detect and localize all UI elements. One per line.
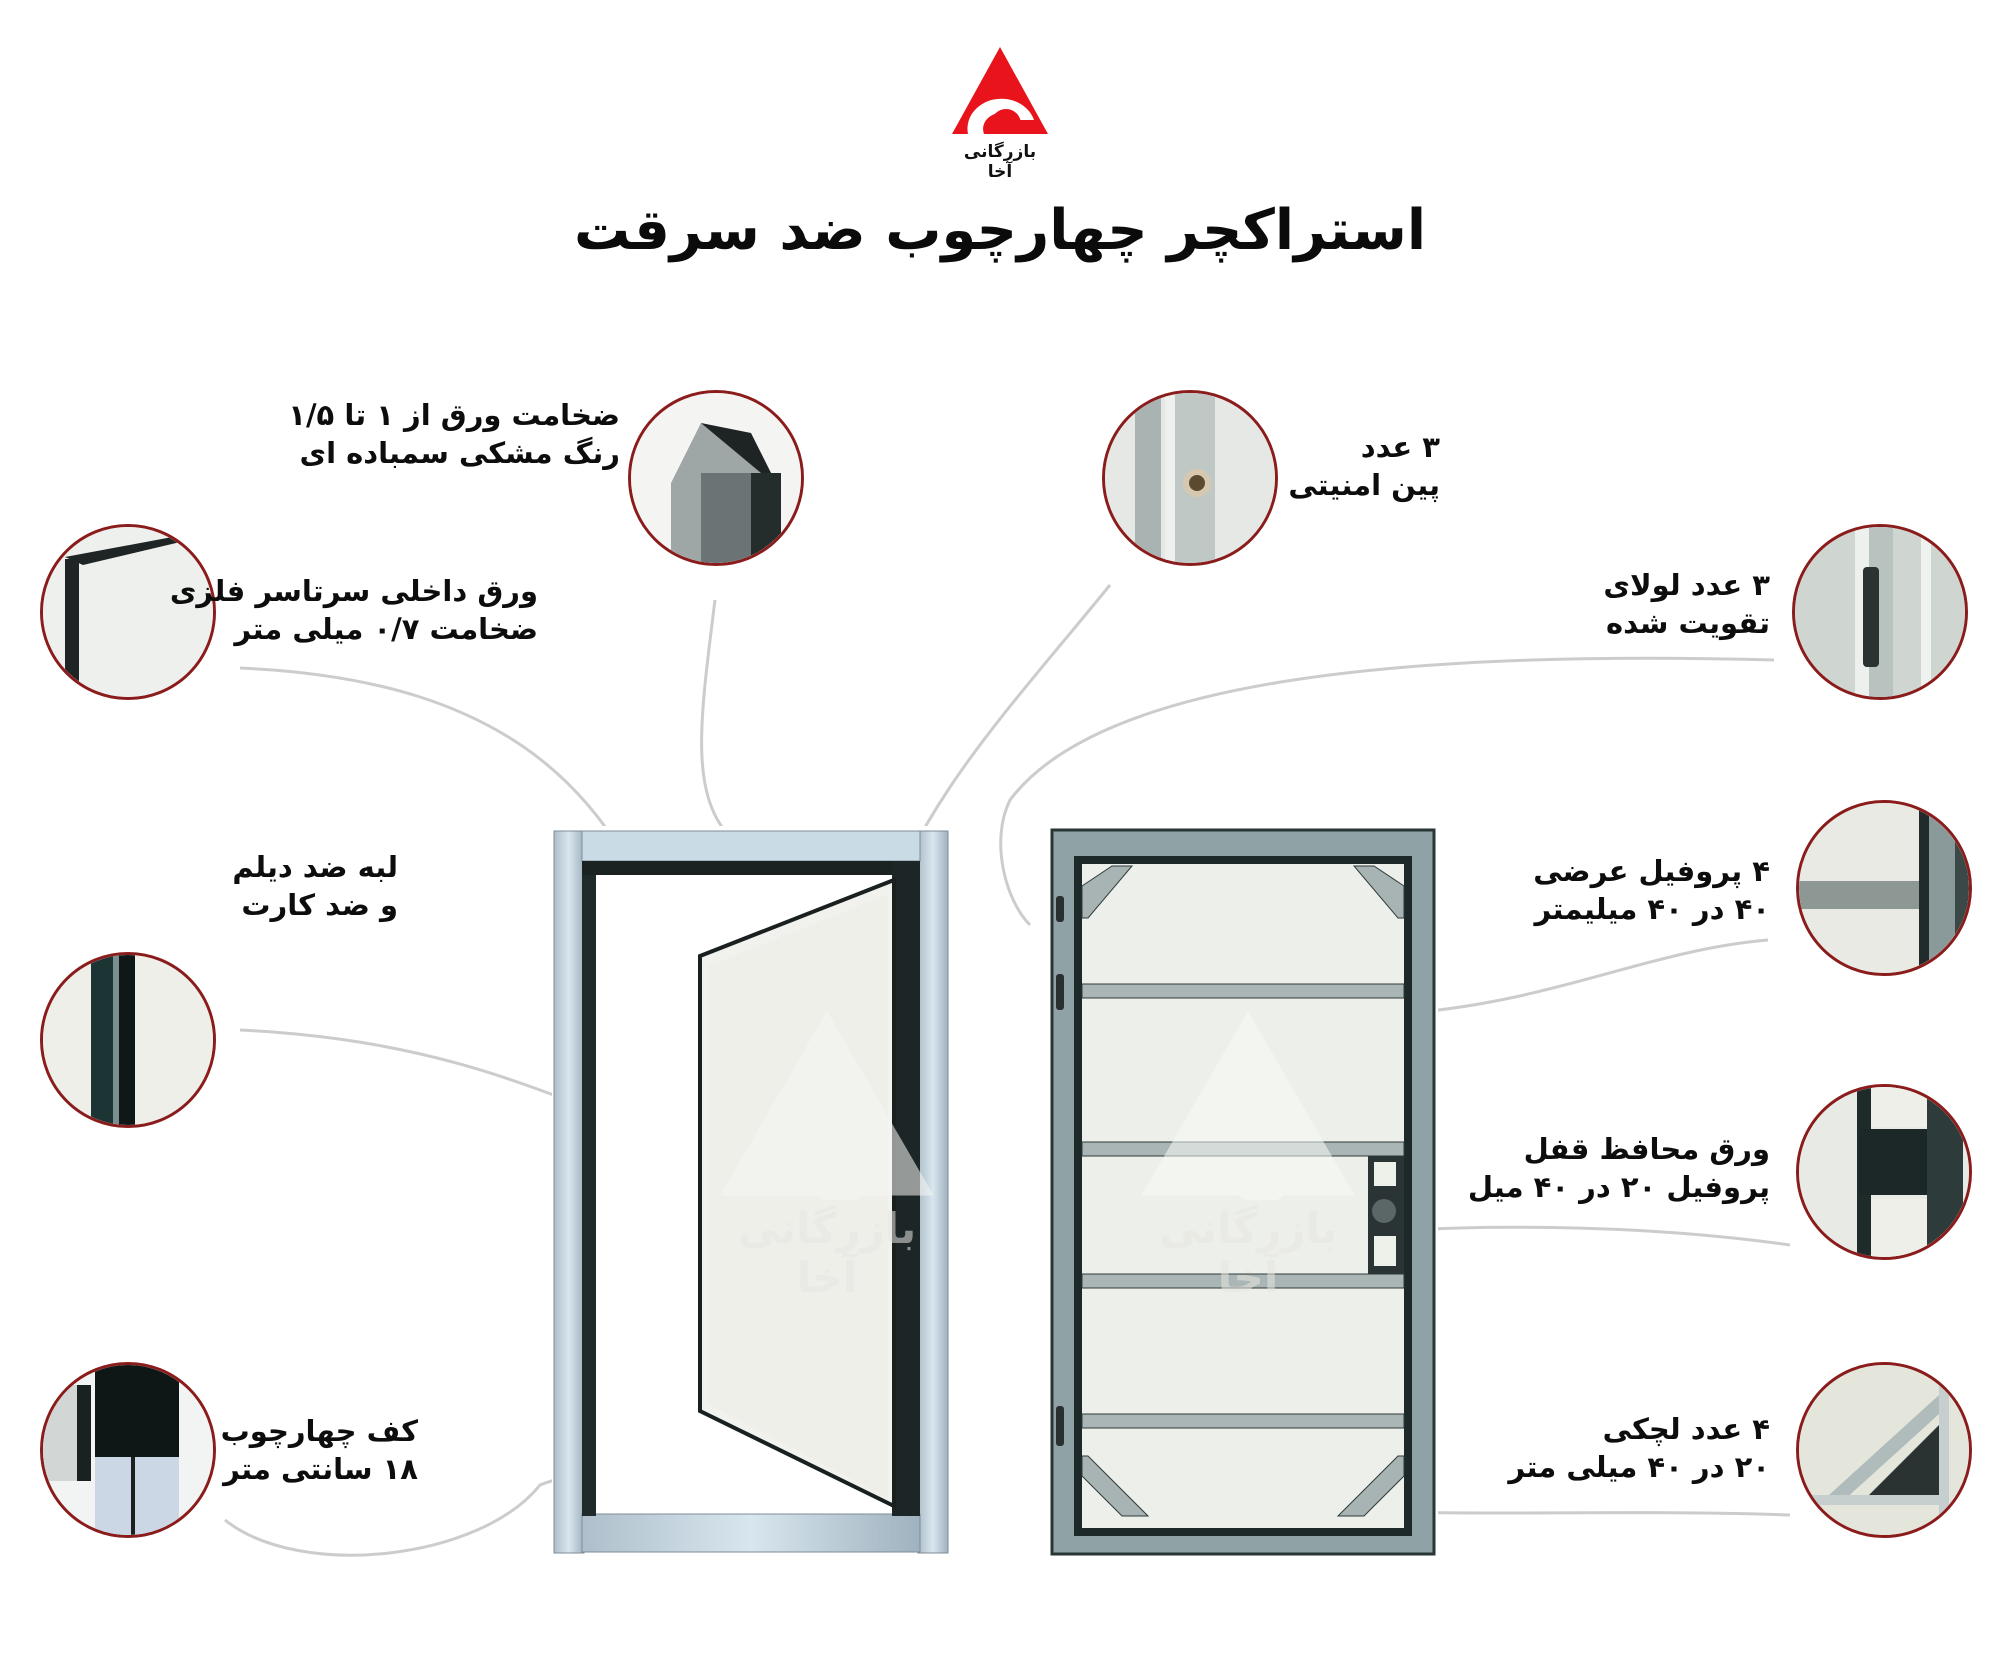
security-pins-photo: [1102, 390, 1278, 566]
anti-pry-edge-photo: [40, 952, 216, 1128]
feature-line2: تقویت شده: [1605, 606, 1770, 640]
cross-profile-icon: [1799, 803, 1969, 973]
connector-lock-guard: [1404, 1225, 1791, 1247]
feature-line2: ضخامت ۰/۷ میلی متر: [234, 612, 538, 646]
inner-sheet-photo: [40, 524, 216, 700]
brand-logo: بازرگانی آخا: [950, 42, 1050, 182]
watermark-text-left: بازرگانی آخا: [737, 1204, 917, 1302]
feature-line1: ضخامت ورق از ۱ تا ۱/۵: [288, 398, 620, 432]
watermark-text-right: بازرگانی آخا: [1158, 1204, 1338, 1302]
feature-line2: پروفیل ۲۰ در ۴۰ میل: [1467, 1170, 1770, 1204]
edge-profile-icon: [43, 955, 213, 1125]
feature-line1: کف چهارچوب: [220, 1414, 418, 1448]
feature-anti-pry-edge: لبه ضد دیلم و ضد کارت: [232, 848, 398, 924]
feature-line2: ۱۸ سانتی متر: [223, 1452, 418, 1486]
connector-corner-braces: [1399, 1510, 1791, 1517]
brand-name: بازرگانی آخا: [963, 142, 1037, 182]
feature-line2: و ضد کارت: [241, 888, 398, 922]
frame-floor-photo: [40, 1362, 216, 1538]
corner-brace-icon: [1799, 1365, 1969, 1535]
sheet-edge-icon: [631, 393, 801, 563]
feature-cross-profiles: ۴ پروفیل عرضی ۴۰ در ۴۰ میلیمتر: [1520, 852, 1770, 928]
feature-line1: ۳ عدد لولای: [1603, 568, 1770, 602]
connector-sheet-thickness: [700, 599, 730, 836]
connector-cross-profiles: [1409, 938, 1769, 1015]
cross-profiles-photo: [1796, 800, 1972, 976]
right-door-image: [1048, 826, 1438, 1558]
feature-line1: ۴ عدد لچکی: [1602, 1412, 1770, 1446]
lock-guard-icon: [1799, 1087, 1969, 1257]
feature-lock-guard: ورق محافظ قفل پروفیل ۲۰ در ۴۰ میل: [1467, 1130, 1770, 1206]
feature-inner-sheet: ورق داخلی سرتاسر فلزی ضخامت ۰/۷ میلی متر: [169, 572, 538, 648]
inner-sheet-icon: [43, 527, 213, 697]
feature-line2: ۲۰ در ۴۰ میلی متر: [1508, 1450, 1770, 1484]
feature-line1: ورق داخلی سرتاسر فلزی: [169, 574, 538, 608]
hinges-photo: [1792, 524, 1968, 700]
watermark-left: بازرگانی آخا: [712, 1000, 942, 1302]
feature-security-pins: ۳ عدد پین امنیتی: [1288, 428, 1440, 504]
feature-line1: ۳ عدد: [1360, 430, 1440, 464]
feature-line2: رنگ مشکی سمباده ای: [299, 436, 620, 470]
feature-line2: ۴۰ در ۴۰ میلیمتر: [1534, 892, 1770, 926]
feature-frame-floor: کف چهارچوب ۱۸ سانتی متر: [220, 1412, 418, 1488]
watermark-right: بازرگانی آخا: [1128, 1000, 1368, 1302]
frame-floor-icon: [43, 1365, 213, 1535]
sheet-thickness-photo: [628, 390, 804, 566]
door-structure-icon: [1048, 826, 1438, 1558]
feature-sheet-thickness: ضخامت ورق از ۱ تا ۱/۵ رنگ مشکی سمباده ای: [288, 396, 620, 472]
feature-line1: لبه ضد دیلم: [232, 850, 398, 884]
connector-hinges: [999, 656, 1775, 927]
corner-braces-photo: [1796, 1362, 1972, 1538]
hinge-icon: [1795, 527, 1965, 697]
feature-line1: ورق محافظ قفل: [1523, 1132, 1770, 1166]
brand-logo-icon: [950, 47, 1050, 142]
lock-guard-photo: [1796, 1084, 1972, 1260]
feature-corner-braces: ۴ عدد لچکی ۲۰ در ۴۰ میلی متر: [1508, 1410, 1770, 1486]
page-title: استراکچر چهارچوب ضد سرقت: [573, 198, 1427, 263]
watermark-logo-icon: [1141, 1011, 1355, 1205]
security-pin-icon: [1105, 393, 1275, 563]
feature-hinges: ۳ عدد لولای تقویت شده: [1560, 566, 1770, 642]
watermark-logo-icon: [720, 1011, 934, 1205]
feature-line2: پین امنیتی: [1288, 468, 1440, 502]
feature-line1: ۴ پروفیل عرضی: [1533, 854, 1770, 888]
